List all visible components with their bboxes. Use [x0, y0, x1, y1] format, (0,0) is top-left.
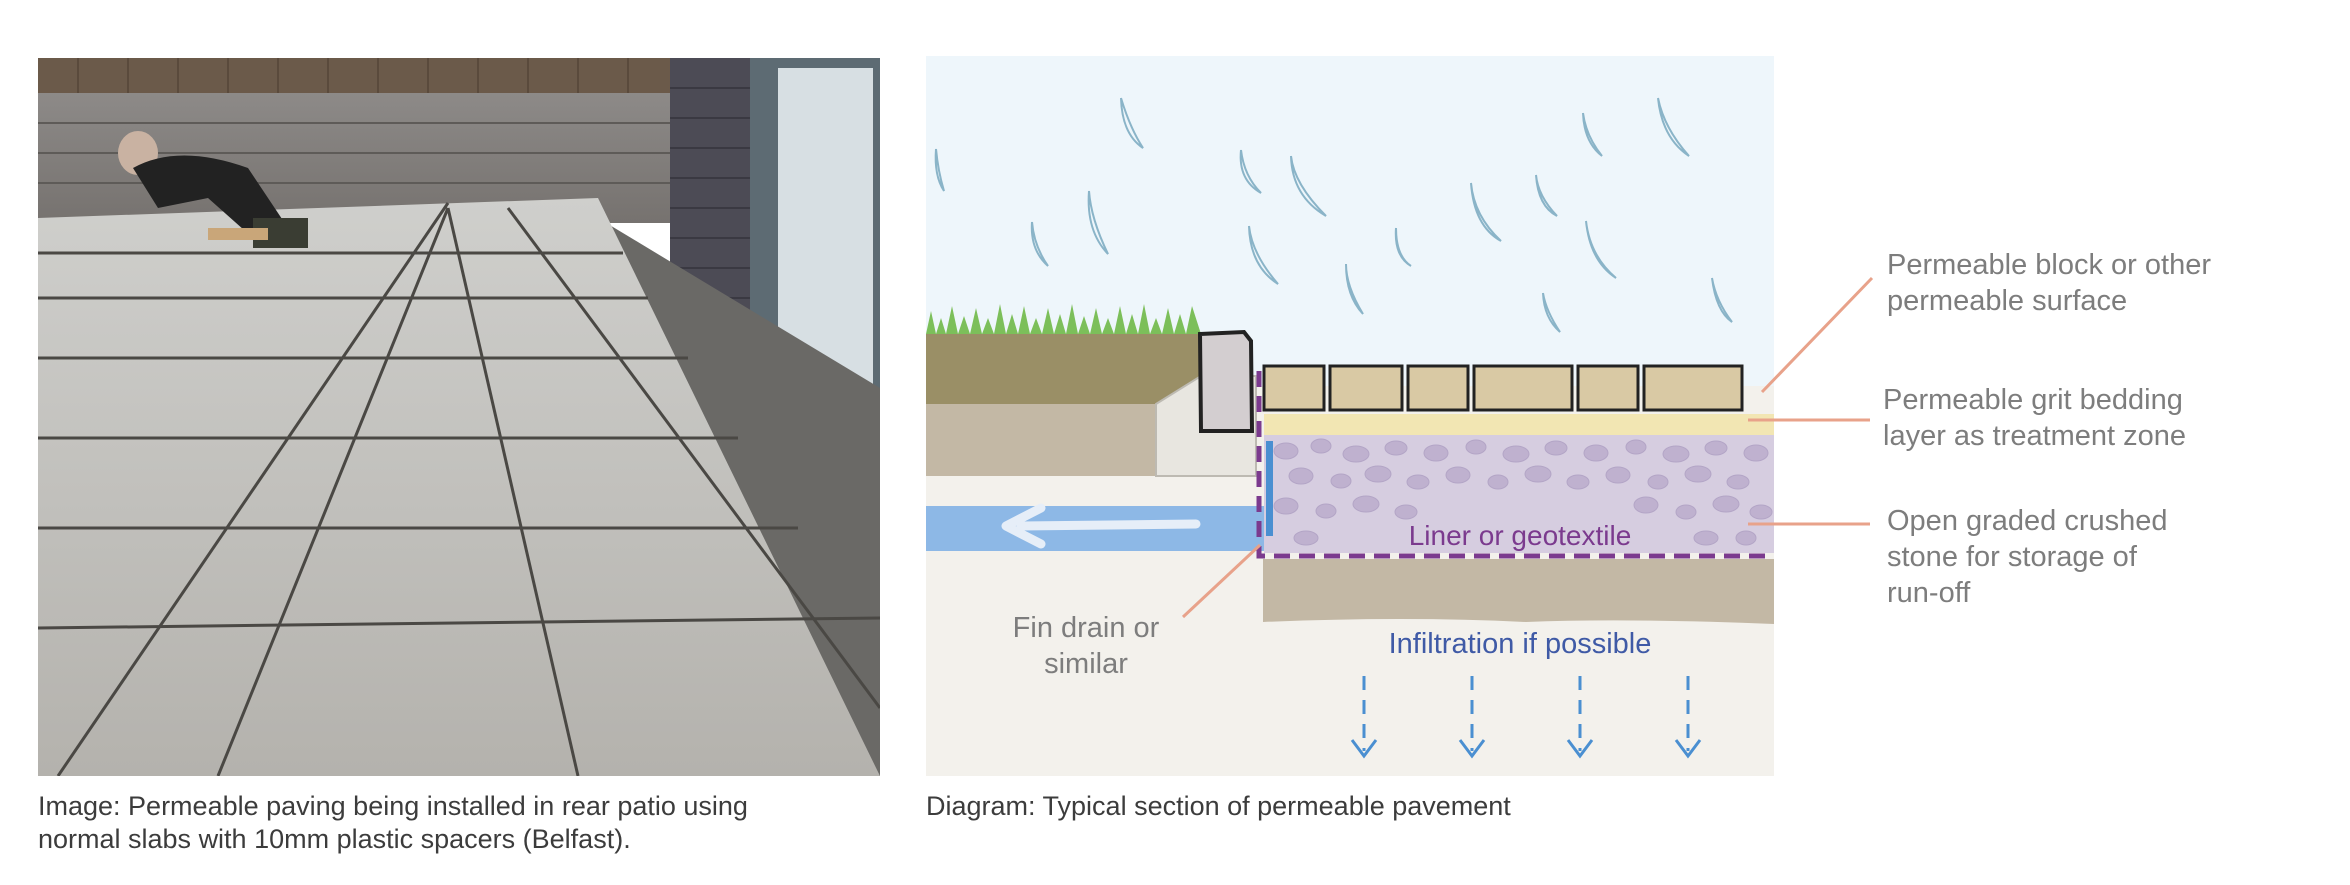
- fin-drain-callout-line: Fin drain or: [1012, 612, 1160, 644]
- surface-callout: Permeable block or other permeable surfa…: [1887, 247, 2211, 319]
- pier-joints: [670, 87, 750, 299]
- stone-pattern: [1273, 438, 1773, 546]
- infiltration-label: Infiltration if possible: [1388, 628, 1652, 660]
- fin-drain: [1266, 441, 1273, 536]
- surface-callout-line: Permeable block or other: [1887, 249, 2211, 281]
- leader-surface: [1760, 276, 1874, 394]
- grit-bedding-layer: [1264, 414, 1774, 435]
- diagram-caption-line: Diagram: Typical section of permeable pa…: [926, 791, 1511, 821]
- stone-callout-line: Open graded crushed: [1887, 505, 2168, 537]
- photo-caption: Image: Permeable paving being installed …: [38, 790, 898, 856]
- patio-photo: [38, 58, 880, 776]
- photo-caption-line: Image: Permeable paving being installed …: [38, 791, 748, 821]
- permeable-blocks: [1262, 364, 1744, 412]
- rain-drops: [934, 97, 1733, 333]
- fence-slats: [77, 58, 629, 98]
- pavement-section-diagram: [926, 56, 1774, 776]
- stone-callout-line: run-off: [1887, 577, 1971, 609]
- bedding-callout-line: layer as treatment zone: [1883, 420, 2187, 452]
- subgrade-layer: [1263, 559, 1774, 624]
- photo-caption-line: normal slabs with 10mm plastic spacers (…: [38, 824, 631, 854]
- infiltration-arrows: [1350, 676, 1702, 759]
- surface-callout-line: permeable surface: [1887, 285, 2128, 317]
- grass-verge: [926, 304, 1201, 476]
- fin-drain-callout: Fin drain or similar: [996, 610, 1176, 682]
- worker-figure: [118, 131, 308, 248]
- edge-kerb: [1197, 329, 1255, 433]
- flow-arrow-shaft: [1016, 519, 1201, 531]
- stone-callout-line: stone for storage of: [1887, 541, 2137, 573]
- paving-joints: [38, 202, 880, 776]
- bedding-callout-line: Permeable grit bedding: [1883, 384, 2183, 416]
- stone-callout: Open graded crushed stone for storage of…: [1887, 503, 2168, 611]
- patio-photo-illustration: [38, 58, 880, 776]
- bedding-callout: Permeable grit bedding layer as treatmen…: [1883, 382, 2186, 454]
- paving-slabs: [38, 198, 880, 776]
- diagram-caption: Diagram: Typical section of permeable pa…: [926, 790, 1786, 823]
- fin-drain-callout-line: similar: [1044, 648, 1128, 680]
- section-drawing: [926, 56, 1774, 776]
- liner-label: Liner or geotextile: [1408, 520, 1632, 551]
- flow-arrow-head: [1001, 503, 1046, 549]
